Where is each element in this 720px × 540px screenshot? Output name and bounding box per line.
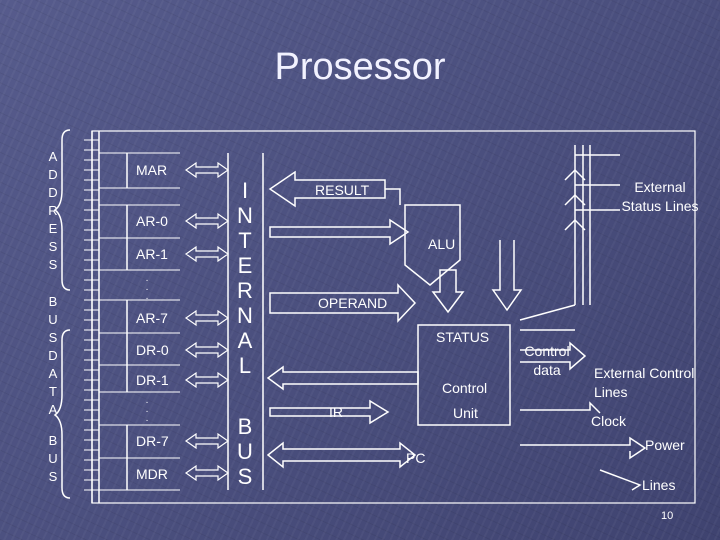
bus-letter: U bbox=[237, 439, 253, 464]
data-letter: A bbox=[48, 366, 58, 381]
ellipsis-dr: ··· bbox=[145, 397, 149, 426]
control-data-label: Control data bbox=[524, 343, 570, 378]
register-dr7: DR-7 bbox=[136, 433, 169, 449]
bus-letter: B bbox=[48, 294, 58, 309]
alu-input-arrow bbox=[269, 218, 410, 246]
register-ar0: AR-0 bbox=[136, 213, 168, 229]
lines-label: Lines bbox=[642, 477, 676, 493]
address-letter: S bbox=[48, 239, 58, 254]
address-bus-label: A D D R E S S bbox=[46, 148, 60, 274]
processor-boundary bbox=[91, 130, 696, 504]
data-brace bbox=[53, 329, 71, 499]
control-output-arrow bbox=[520, 341, 587, 371]
address-letter: R bbox=[48, 203, 58, 218]
data-letter: D bbox=[48, 348, 58, 363]
data-letter: A bbox=[48, 402, 58, 417]
bus-letter: B bbox=[237, 414, 253, 439]
address-letter: S bbox=[48, 257, 58, 272]
register-dr0: DR-0 bbox=[136, 342, 169, 358]
register-ar7: AR-7 bbox=[136, 310, 168, 326]
address-letter: D bbox=[48, 167, 58, 182]
internal-letter: A bbox=[237, 328, 253, 353]
slide-title: Prosessor bbox=[274, 46, 446, 88]
internal-letter: N bbox=[237, 303, 253, 328]
register-ar1: AR-1 bbox=[136, 246, 168, 262]
power-arrow bbox=[520, 436, 647, 460]
register-mar: MAR bbox=[136, 162, 168, 178]
data-bus-label: D A T A bbox=[46, 347, 60, 419]
bus-letter: U bbox=[48, 451, 58, 466]
internal-bus-word: B U S bbox=[233, 414, 257, 489]
clock-arrow bbox=[520, 401, 601, 414]
bus-letter: B bbox=[48, 433, 58, 448]
bus-letter: S bbox=[48, 469, 58, 484]
page-number: 10 bbox=[661, 510, 674, 522]
internal-letter: I bbox=[241, 178, 249, 203]
power-label: Power bbox=[645, 437, 685, 453]
pc-label: PC bbox=[406, 450, 426, 466]
bus-letter: S bbox=[237, 464, 253, 489]
address-letter: E bbox=[48, 221, 58, 236]
internal-letter: R bbox=[237, 278, 253, 303]
operand-label: OPERAND bbox=[318, 295, 388, 311]
internal-letter: N bbox=[237, 203, 253, 228]
clock-label: Clock bbox=[591, 413, 627, 429]
address-bus-word: B U S bbox=[46, 293, 60, 347]
ir-arrow bbox=[269, 399, 390, 425]
internal-letter: T bbox=[238, 228, 252, 253]
internal-bus-label: I N T E R N A L bbox=[233, 178, 257, 378]
control-label: Control bbox=[442, 380, 488, 396]
internal-letter: L bbox=[238, 353, 252, 378]
alu-shape bbox=[404, 204, 461, 286]
ellipsis-ar: ··· bbox=[145, 275, 149, 304]
lines-arrow bbox=[599, 469, 642, 491]
unit-label: Unit bbox=[453, 405, 478, 421]
alu-label: ALU bbox=[428, 236, 456, 252]
bus-letter: S bbox=[48, 330, 58, 345]
data-letter: T bbox=[49, 384, 57, 399]
address-brace bbox=[53, 129, 71, 291]
pc-arrow bbox=[266, 441, 417, 469]
address-letter: A bbox=[48, 149, 58, 164]
bus-letter: U bbox=[48, 312, 58, 327]
register-mdr: MDR bbox=[136, 466, 168, 482]
external-status-lines bbox=[574, 145, 620, 305]
internal-letter: E bbox=[237, 253, 253, 278]
control-bus-arrow bbox=[266, 365, 419, 391]
bus-line-ticks bbox=[84, 139, 99, 491]
register-separators bbox=[99, 152, 180, 491]
status-label: STATUS bbox=[436, 329, 490, 345]
alu-output-arrow bbox=[431, 269, 465, 314]
address-letter: D bbox=[48, 185, 58, 200]
external-control-lines-label: External Control Lines bbox=[594, 365, 695, 400]
register-bus-arrows bbox=[184, 161, 230, 482]
register-dr1: DR-1 bbox=[136, 372, 169, 388]
data-bus-word: B U S bbox=[46, 432, 60, 486]
result-label: RESULT bbox=[315, 182, 370, 198]
operand-arrow bbox=[269, 283, 417, 323]
external-status-lines-label: External Status Lines bbox=[621, 179, 699, 214]
ir-label: IR bbox=[329, 404, 343, 420]
